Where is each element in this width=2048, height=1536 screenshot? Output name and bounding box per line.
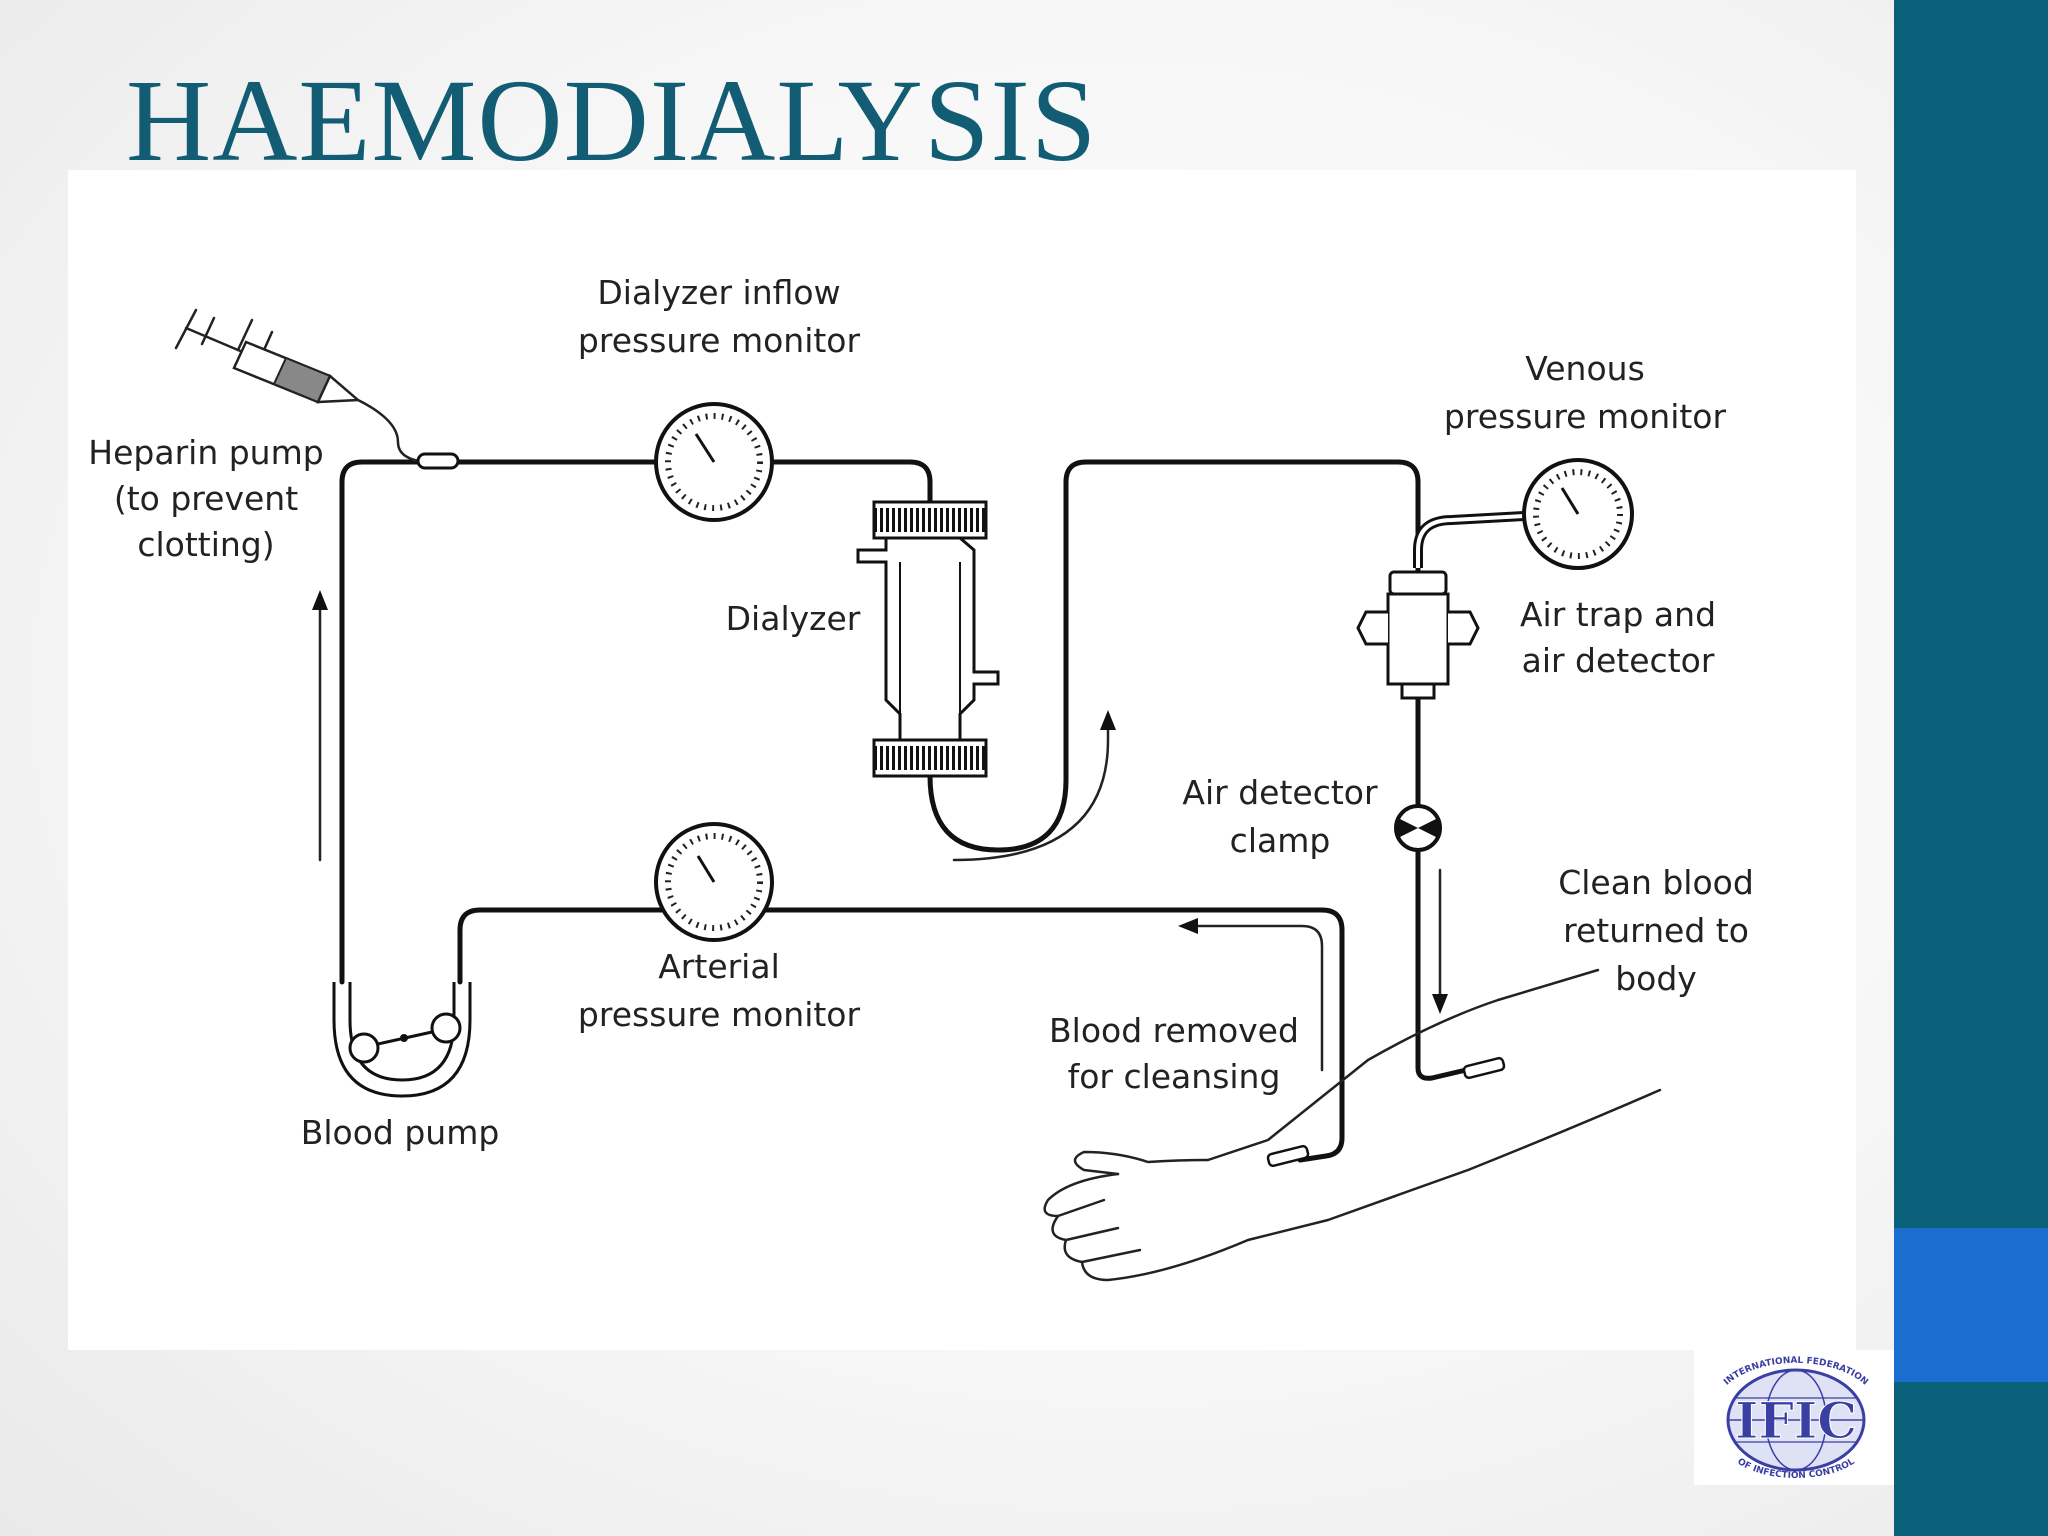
label-venous-2: pressure monitor [1444, 397, 1727, 436]
flow-arrow-dialyzer-curve-head [1100, 710, 1116, 730]
label-air-clamp-2: clamp [1230, 821, 1331, 860]
logo-abbreviation: IFIC [1735, 1391, 1857, 1450]
label-blood-removed-2: for cleansing [1068, 1057, 1281, 1096]
label-dialyzer-inflow-2: pressure monitor [578, 321, 861, 360]
label-arterial-2: pressure monitor [578, 995, 861, 1034]
label-dialyzer: Dialyzer [726, 599, 861, 638]
flow-arrow-up-left-head [312, 590, 328, 610]
flow-arrow-removed-blood [1194, 924, 1324, 1072]
label-heparin-2: (to prevent [114, 479, 298, 518]
label-air-trap-1: Air trap and [1520, 595, 1716, 634]
arm-illustration [1043, 968, 1662, 1282]
circuit-arterial-line [457, 907, 1345, 1163]
flow-arrow-dialyzer-curve [952, 726, 1110, 862]
air-detector-clamp-icon [1394, 804, 1442, 852]
air-trap-icon [1356, 570, 1480, 700]
label-air-trap-2: air detector [1522, 641, 1715, 680]
label-venous-1: Venous [1525, 349, 1645, 388]
slide-title: HAEMODIALYSIS [126, 55, 1098, 186]
blood-pump-icon [332, 982, 472, 1098]
label-heparin-1: Heparin pump [88, 433, 323, 472]
label-blood-removed-1: Blood removed [1049, 1011, 1299, 1050]
venous-gauge-icon [1413, 458, 1634, 570]
haemodialysis-diagram: Dialyzer inflow pressure monitor Venous … [68, 170, 1856, 1350]
arterial-gauge-icon [654, 822, 774, 942]
flow-arrow-down-venous-head [1432, 994, 1448, 1014]
label-clean-blood-2: returned to [1563, 911, 1749, 950]
label-air-clamp-1: Air detector [1182, 773, 1378, 812]
dialyzer-icon [856, 500, 1000, 778]
circuit-venous-return [1415, 695, 1469, 1081]
dialyzer-inflow-gauge-icon [654, 402, 774, 522]
circuit-dialyzer-outlet [927, 459, 1421, 853]
heparin-pump-icon [174, 308, 460, 470]
label-heparin-3: clotting) [137, 525, 274, 564]
label-clean-blood-1: Clean blood [1558, 863, 1754, 902]
ific-logo: INTERNATIONAL FEDERATION OF INFECTION CO… [1694, 1350, 1894, 1485]
label-blood-pump: Blood pump [301, 1113, 500, 1152]
label-clean-blood-3: body [1615, 959, 1697, 998]
circuit-top-line [339, 459, 933, 985]
flow-arrow-removed-blood-head [1178, 918, 1198, 934]
label-dialyzer-inflow-1: Dialyzer inflow [597, 273, 840, 312]
label-arterial-1: Arterial [658, 947, 780, 986]
sidebar-accent-block [1894, 1228, 2048, 1382]
